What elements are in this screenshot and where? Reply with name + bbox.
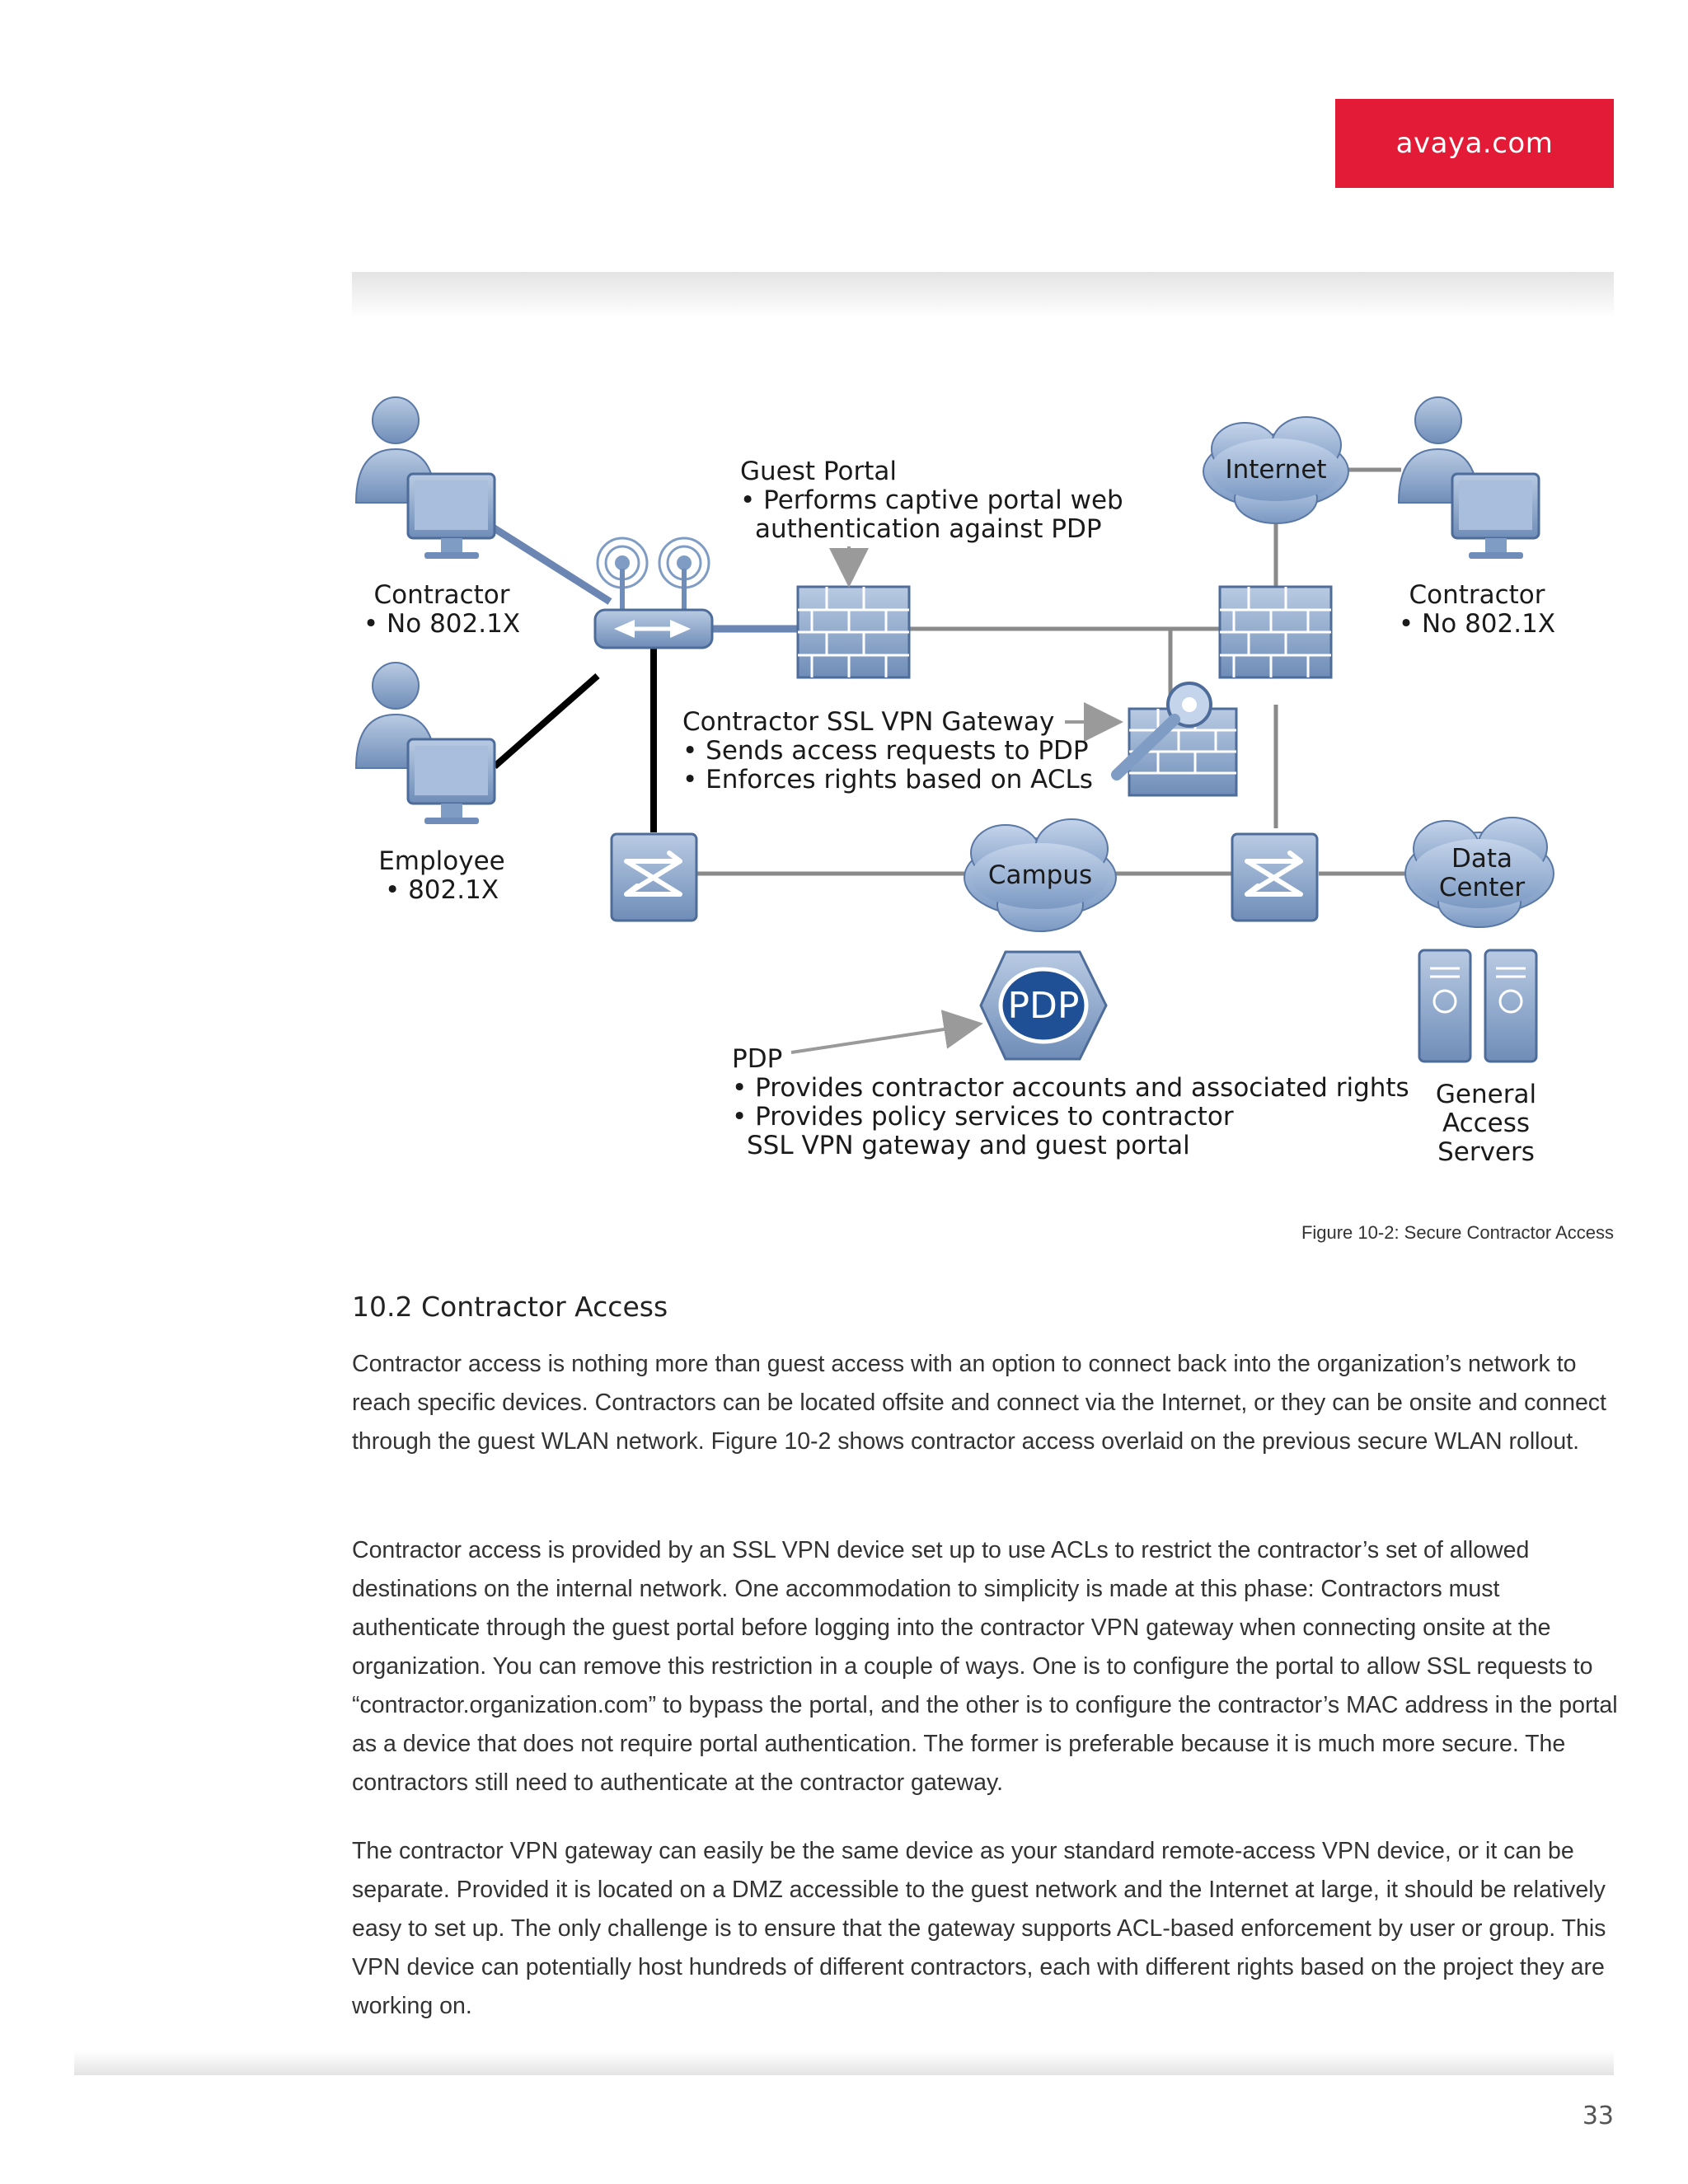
campus-label: Campus	[988, 860, 1092, 890]
pdp-server-icon	[979, 950, 1108, 1061]
contractor-left-detail: • No 802.1X	[363, 609, 520, 639]
general-access-servers-icon	[1418, 949, 1538, 1063]
pdp-badge-label: PDP	[1008, 985, 1080, 1027]
brand-logo-box: avaya.com	[1335, 99, 1614, 188]
ssl-gateway-title: Contractor SSL VPN Gateway	[682, 707, 1054, 737]
link-employee-to-ap	[492, 673, 600, 770]
wireless-access-point-icon	[593, 537, 714, 649]
ssl-gateway-line2: • Enforces rights based on ACLs	[682, 765, 1093, 794]
guest-portal-title: Guest Portal	[740, 457, 897, 486]
pdp-line1: • Provides contractor accounts and assoc…	[732, 1073, 1409, 1103]
network-diagram: Contractor • No 802.1X Employee • 802.1X…	[354, 396, 1555, 1167]
contractor-left-title: Contractor	[373, 580, 509, 610]
paragraph-2: Contractor access is provided by an SSL …	[352, 1537, 1618, 1796]
data-center-line2: Center	[1439, 873, 1526, 902]
contractor-right-title: Contractor	[1409, 580, 1545, 610]
pdp-line3: SSL VPN gateway and guest portal	[747, 1131, 1190, 1160]
internet-firewall-icon	[1218, 585, 1333, 679]
pdp-title: PDP	[732, 1044, 782, 1074]
page-number: 33	[1582, 2102, 1614, 2130]
bottom-divider	[74, 2050, 1614, 2075]
figure-caption: Figure 10-2: Secure Contractor Access	[1301, 1222, 1614, 1243]
internet-label: Internet	[1225, 455, 1326, 485]
guest-portal-firewall-icon	[796, 585, 911, 679]
core-switch-icon	[1231, 832, 1319, 922]
paragraph-1: Contractor access is nothing more than g…	[352, 1351, 1606, 1455]
servers-line3: Servers	[1437, 1137, 1535, 1167]
servers-line1: General	[1436, 1080, 1536, 1109]
top-divider	[352, 272, 1614, 318]
servers-line2: Access	[1442, 1108, 1530, 1138]
annotation-arrows	[790, 546, 1123, 1054]
contractor-right-detail: • No 802.1X	[1399, 609, 1555, 639]
ssl-gateway-line1: • Sends access requests to PDP	[682, 736, 1089, 766]
internet-cloud-icon	[1203, 416, 1349, 524]
ssl-vpn-gateway-icon	[1111, 682, 1238, 797]
paragraph-3: The contractor VPN gateway can easily be…	[352, 1838, 1606, 2019]
connection-lines	[490, 467, 1405, 876]
section-heading: 10.2 Contractor Access	[352, 1291, 668, 1323]
guest-portal-line1: • Performs captive portal web	[740, 485, 1123, 515]
brand-text: avaya.com	[1395, 127, 1554, 160]
employee-detail: • 802.1X	[385, 875, 499, 905]
contractor-right-user-icon	[1397, 396, 1540, 559]
data-center-line1: Data	[1451, 844, 1512, 874]
contractor-left-user-icon	[354, 396, 496, 559]
employee-title: Employee	[378, 846, 505, 876]
guest-portal-line2: authentication against PDP	[755, 514, 1102, 544]
pdp-line2: • Provides policy services to contractor	[732, 1102, 1234, 1132]
access-switch-icon	[610, 832, 698, 922]
data-center-cloud-icon	[1404, 817, 1554, 928]
employee-user-icon	[354, 662, 496, 824]
campus-cloud-icon	[964, 818, 1117, 932]
link-contractor-to-ap	[490, 524, 612, 605]
pdp-arrow	[790, 1010, 983, 1054]
